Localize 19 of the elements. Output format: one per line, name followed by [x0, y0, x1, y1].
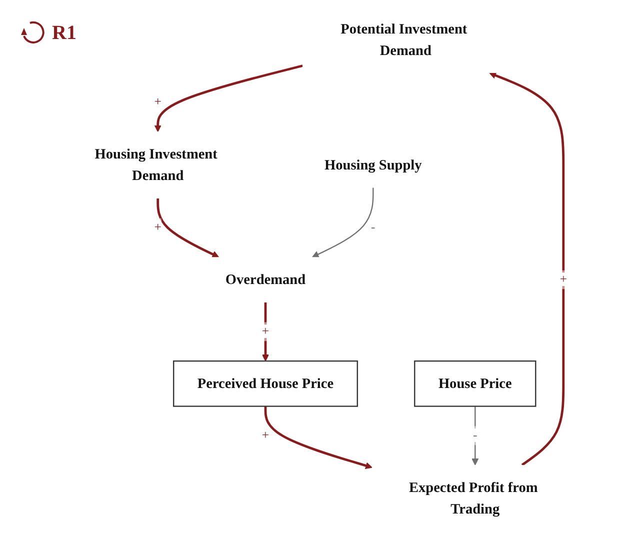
edge-label: -	[473, 428, 478, 442]
node-box: House Price	[414, 360, 536, 407]
edge-label: +	[262, 324, 270, 338]
arrow	[489, 72, 565, 466]
node-box: Perceived House Price	[173, 360, 358, 407]
node-text: Expected Profit from Trading	[408, 479, 538, 517]
arrow	[156, 198, 219, 258]
node-text: Housing Supply	[324, 156, 422, 173]
node-text: Housing Investment Demand	[94, 146, 218, 184]
arrow	[264, 406, 372, 470]
edge-label: +	[560, 272, 567, 286]
edge-label: -	[371, 220, 376, 234]
arrow	[312, 188, 374, 258]
edge-label: +	[154, 95, 162, 109]
node-text: Potential Investment Demand	[340, 20, 468, 58]
edge-label: +	[154, 220, 162, 234]
loop-label: R1	[52, 22, 76, 44]
node-text: Overdemand	[225, 271, 306, 288]
edge-label: +	[262, 428, 270, 442]
